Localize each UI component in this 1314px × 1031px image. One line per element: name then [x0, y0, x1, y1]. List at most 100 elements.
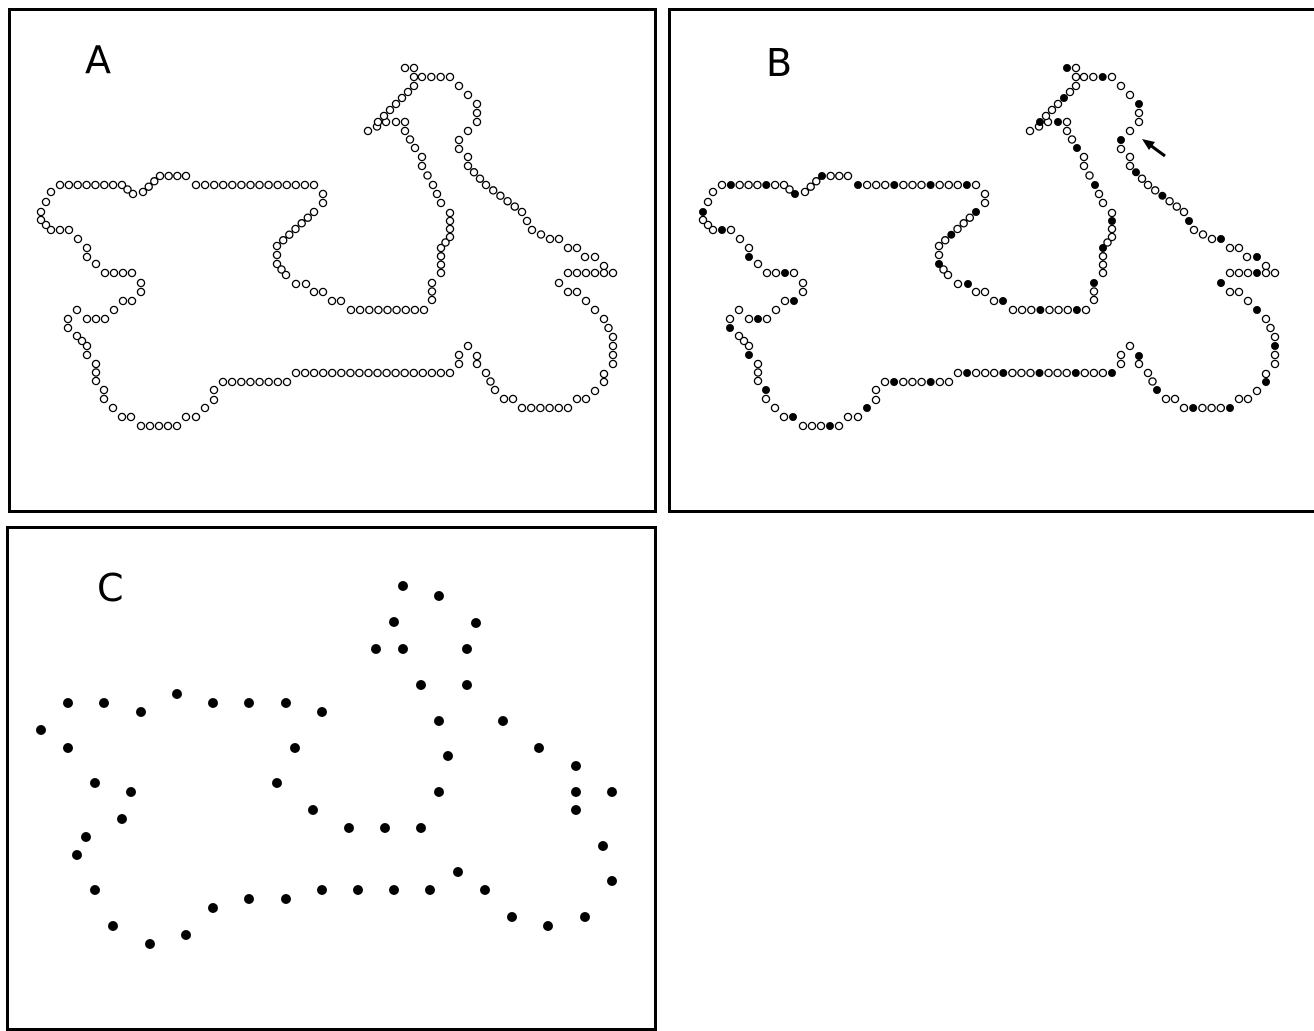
outline-dot-filled — [999, 368, 1008, 377]
outline-dot-open — [82, 243, 92, 253]
outline-dot-open — [835, 171, 844, 181]
outline-dot-open — [971, 368, 981, 378]
outline-dot-open — [1243, 394, 1253, 404]
outline-dot-open — [798, 287, 808, 297]
outline-dot-open — [318, 287, 328, 297]
outline-dot-open — [400, 368, 409, 378]
outline-dot-open — [1225, 243, 1235, 253]
outline-dot-open — [934, 241, 944, 251]
outline-dot-open — [554, 234, 564, 244]
outline-dot-open — [100, 180, 109, 190]
outline-dot-open — [363, 126, 373, 136]
outline-dot-open — [1125, 152, 1135, 162]
outline-dot-open — [454, 135, 464, 145]
outline-dot-open — [410, 143, 420, 153]
panel-a: A — [8, 8, 657, 513]
outline-dot-open — [403, 87, 413, 97]
outline-dot-open — [508, 394, 518, 404]
outline-dot-open — [1053, 368, 1062, 378]
outline-dot-open — [409, 81, 419, 91]
outline-dot-open — [454, 350, 464, 360]
outline-dot-open — [590, 252, 600, 262]
outline-dot-open — [1107, 208, 1117, 218]
outline-dot-open — [181, 412, 191, 422]
outline-dot-open — [117, 412, 127, 422]
outline-dot-open — [327, 368, 337, 378]
outline-dot-open — [91, 314, 101, 324]
outline-dot-open — [1098, 252, 1108, 261]
outline-dot-filled — [1060, 94, 1069, 103]
outline-dot-open — [944, 377, 954, 387]
outline-dot-open — [318, 189, 328, 199]
outline-dot-open — [789, 268, 799, 278]
outline-dot-open — [1085, 171, 1094, 180]
outline-dot-open — [762, 314, 772, 324]
outline-dot-open — [164, 171, 173, 181]
outline-dot-open — [117, 180, 127, 190]
outline-dot-filled — [1108, 368, 1117, 377]
outline-dot-open — [272, 259, 282, 269]
outline-dot-open — [400, 117, 410, 127]
sparse-dot — [571, 787, 582, 798]
outline-dot-open — [1063, 305, 1073, 315]
outline-dot-open — [816, 421, 826, 431]
outline-dot-open — [590, 305, 600, 315]
outline-dot-open — [163, 421, 173, 431]
outline-dot-open — [744, 243, 754, 253]
outline-dot-open — [264, 180, 273, 190]
outline-dot-open — [46, 187, 56, 197]
outline-dot-open — [1079, 161, 1089, 171]
outline-dot-open — [218, 377, 228, 387]
outline-dot-open — [472, 359, 482, 369]
outline-dot-open — [490, 385, 500, 395]
outline-dot-open — [1017, 368, 1026, 378]
outline-dot-open — [1252, 386, 1262, 396]
outline-dot-open — [1079, 72, 1089, 82]
outline-dot-open — [1065, 87, 1075, 97]
outline-dot-open — [908, 377, 917, 387]
outline-dot-open — [608, 341, 618, 351]
outline-dot-open — [423, 171, 432, 180]
outline-dot-open — [469, 168, 479, 177]
outline-dot-open — [436, 260, 446, 269]
sparse-dot — [534, 743, 545, 754]
outline-dot-open — [126, 412, 136, 422]
outline-dot-open — [517, 207, 527, 217]
outline-dot-open — [1198, 403, 1207, 413]
outline-dot-open — [401, 305, 411, 315]
arrow-head — [1142, 139, 1155, 150]
outline-dot-open — [309, 368, 319, 378]
outline-dot-open — [218, 180, 228, 190]
outline-dot-open — [1089, 287, 1099, 296]
outline-dot-open — [871, 385, 881, 395]
outline-dot-open — [355, 368, 364, 378]
outline-dot-open — [599, 268, 609, 278]
outline-dot-filled — [1090, 278, 1099, 287]
outline-dot-open — [82, 180, 91, 190]
outline-dot-open — [1261, 314, 1271, 324]
outline-dot-open — [1107, 72, 1117, 82]
sparse-dot — [571, 805, 582, 816]
sparse-dot — [289, 743, 300, 754]
outline-dot-open — [1270, 268, 1280, 278]
outline-dot-open — [154, 421, 164, 431]
outline-dot-open — [1054, 305, 1063, 315]
outline-dot-open — [82, 350, 92, 360]
outline-dot-open — [1116, 144, 1126, 154]
outline-dot-open — [1045, 305, 1054, 315]
outline-dot-open — [744, 180, 753, 190]
outline-dot-filled — [1262, 377, 1271, 386]
outline-dot-open — [136, 287, 146, 297]
outline-dot-open — [1266, 323, 1275, 333]
panel-c: C — [6, 526, 657, 1031]
outline-dot-open — [138, 187, 148, 197]
outline-dot-open — [432, 189, 442, 199]
outline-dot-open — [563, 403, 573, 413]
outline-dot-open — [717, 180, 727, 190]
outline-dot-open — [99, 385, 109, 395]
outline-dot-open — [503, 196, 512, 206]
outline-dot-open — [100, 268, 110, 278]
outline-dot-filled — [1132, 168, 1141, 177]
outline-dot-filled — [1036, 305, 1045, 314]
outline-dot-open — [1008, 368, 1017, 378]
